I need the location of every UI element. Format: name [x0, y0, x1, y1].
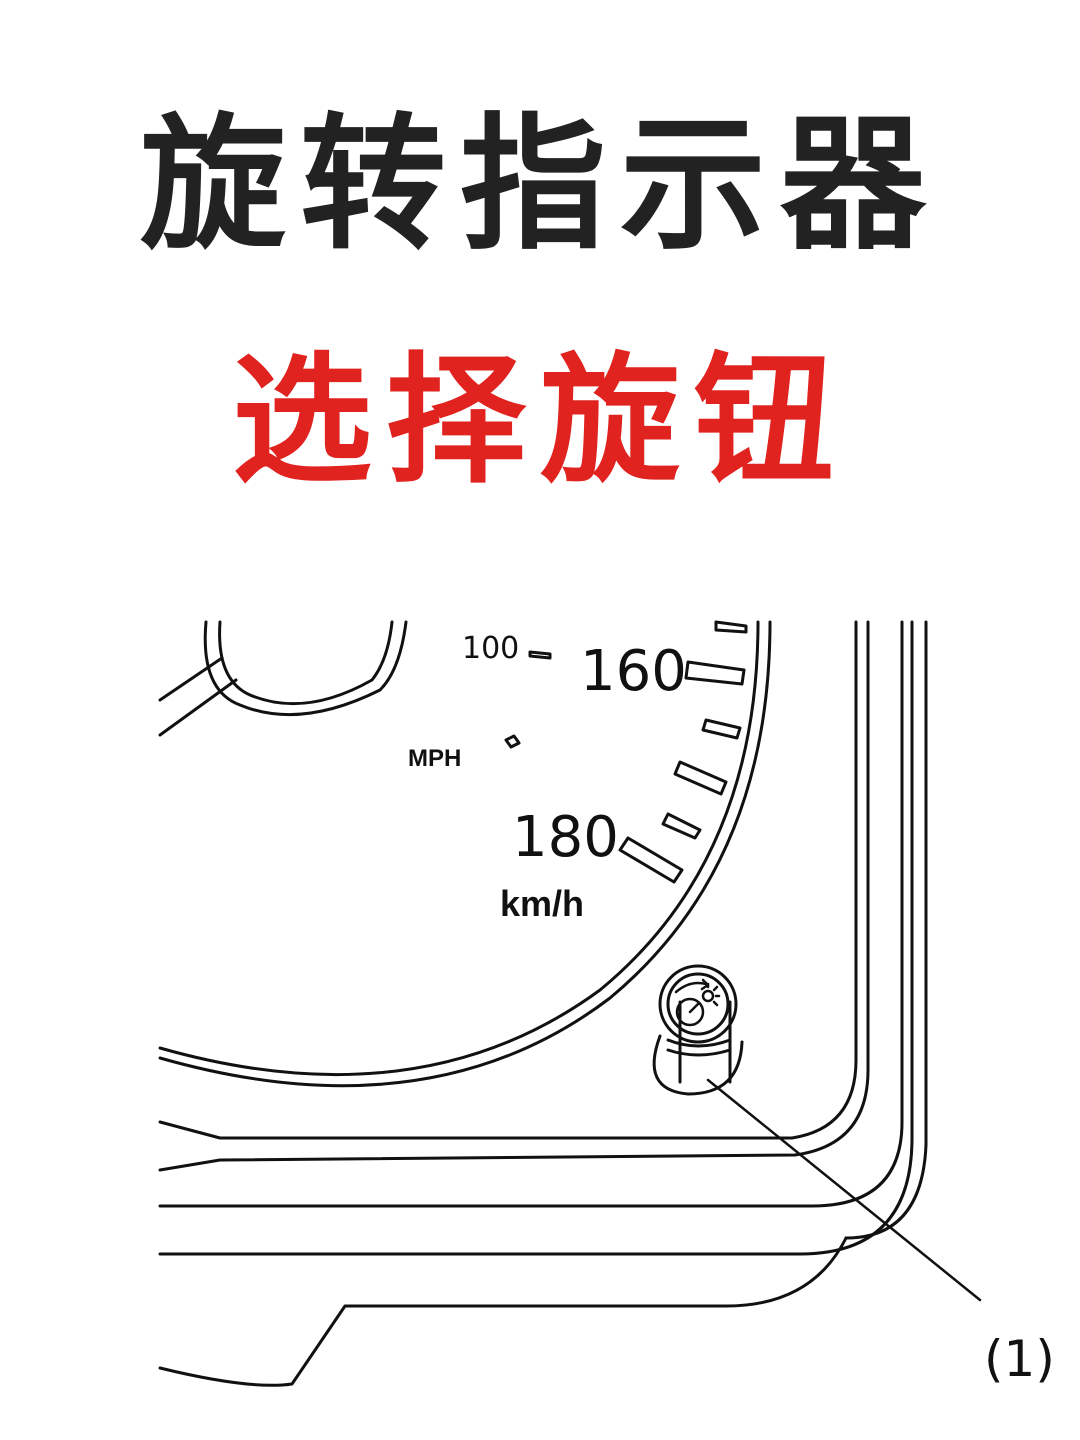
callout-leader — [706, 1078, 982, 1302]
cluster-bezel — [158, 620, 928, 1387]
page-title: 旋转指示器 — [140, 100, 940, 270]
tick — [618, 836, 684, 884]
small-gauge-needle — [158, 656, 224, 702]
tick — [714, 620, 748, 634]
speed-label-100: 100 — [462, 631, 519, 666]
unit-kmh-label: km/h — [500, 883, 584, 924]
instrument-cluster-diagram: 100 160 180 MPH km/h (1) — [158, 620, 1055, 1388]
selector-knob[interactable] — [652, 964, 744, 1096]
tick — [661, 812, 702, 840]
unit-mph-label: MPH — [408, 745, 461, 772]
tick — [684, 660, 746, 686]
small-gauge — [158, 620, 408, 737]
page-subtitle: 选择旋钮 — [231, 340, 848, 503]
speedometer-dial-edge — [158, 620, 772, 1088]
speed-label-180: 180 — [512, 805, 619, 870]
speedometer-ticks — [504, 620, 748, 884]
speed-label-160: 160 — [580, 639, 687, 704]
speed-labels: 100 160 180 MPH km/h (1) — [408, 631, 1055, 1388]
tick — [504, 734, 521, 749]
callout-label: (1) — [984, 1330, 1055, 1388]
rotary-dial-brightness-icon — [674, 978, 721, 1027]
tick — [528, 650, 552, 660]
tick — [701, 718, 742, 740]
tick — [673, 760, 728, 796]
